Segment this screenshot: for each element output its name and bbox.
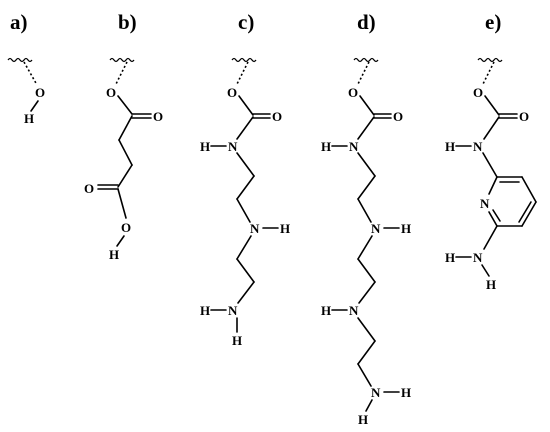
bond	[357, 198, 372, 223]
panel-a: a) O H	[7, 10, 45, 126]
bond	[483, 116, 500, 140]
bond	[117, 164, 133, 188]
panel-label-e: e)	[485, 10, 501, 34]
ring-bond	[488, 176, 498, 195]
atom-oxygen: O	[153, 109, 163, 124]
bond	[238, 95, 254, 116]
panel-label-b: b)	[118, 10, 137, 34]
bond	[358, 281, 376, 304]
bond	[236, 116, 254, 140]
atom-hydrogen: H	[401, 385, 411, 400]
bond	[365, 399, 373, 412]
panel-b: b) O O O O H	[84, 10, 163, 262]
attachment-wavy-line	[7, 57, 33, 63]
ring-bond	[521, 176, 537, 203]
bond	[236, 152, 255, 177]
panel-label-d: d)	[357, 10, 376, 34]
bond	[357, 152, 376, 177]
dashed-bond	[236, 61, 249, 85]
atom-hydrogen: H	[401, 221, 411, 236]
bond	[236, 235, 252, 260]
bond	[116, 235, 125, 247]
bond	[117, 95, 133, 115]
bond	[236, 198, 251, 223]
atom-oxygen: O	[35, 85, 45, 100]
bond	[118, 115, 133, 141]
bond	[357, 235, 373, 260]
bond	[482, 152, 498, 178]
dashed-bond	[357, 61, 370, 85]
atom-nitrogen: N	[371, 221, 381, 236]
panel-label-c: c)	[238, 10, 254, 34]
panel-d: d) O O H N N H H N N H H	[321, 10, 411, 427]
pyridine-ring: N	[480, 176, 537, 227]
panel-label-a: a)	[10, 10, 28, 34]
dashed-bond	[23, 61, 38, 86]
attachment-wavy-line	[353, 57, 379, 63]
atom-oxygen: O	[393, 109, 403, 124]
bond	[481, 264, 490, 277]
atom-hydrogen: H	[445, 139, 455, 154]
atom-nitrogen: N	[371, 385, 381, 400]
atom-oxygen: O	[519, 109, 529, 124]
atom-nitrogen-pyridine: N	[480, 196, 490, 211]
atom-oxygen: O	[84, 181, 94, 196]
dashed-bond	[115, 61, 128, 85]
bond	[359, 95, 375, 116]
ring-inner-double-bond	[518, 201, 532, 223]
attachment-wavy-line	[231, 57, 257, 63]
bond	[236, 175, 255, 200]
atom-hydrogen: H	[24, 111, 34, 126]
ring-bond	[521, 201, 537, 227]
atom-hydrogen: H	[445, 250, 455, 265]
atom-hydrogen: H	[109, 247, 119, 262]
bond	[237, 281, 255, 304]
bond	[483, 225, 498, 250]
atom-hydrogen: H	[321, 139, 331, 154]
atom-hydrogen: H	[280, 221, 290, 236]
atom-nitrogen: N	[473, 139, 483, 154]
bond	[357, 363, 372, 387]
bond	[357, 340, 376, 365]
attachment-wavy-line	[109, 57, 135, 63]
atom-oxygen: O	[272, 109, 282, 124]
atom-hydrogen: H	[200, 303, 210, 318]
bond	[236, 258, 255, 283]
dashed-bond	[482, 61, 495, 85]
atom-nitrogen: N	[349, 139, 359, 154]
bond	[30, 100, 39, 112]
ring-inner-double-bond	[492, 209, 501, 222]
bond	[357, 116, 375, 140]
atom-hydrogen: H	[321, 303, 331, 318]
atom-hydrogen: H	[358, 412, 368, 427]
ring-bond	[488, 211, 498, 227]
atom-nitrogen: N	[250, 221, 260, 236]
atom-oxygen: O	[473, 85, 483, 100]
bond	[357, 258, 376, 283]
bond	[118, 139, 133, 166]
atom-nitrogen: N	[349, 303, 359, 318]
bond	[484, 95, 500, 116]
panel-e: e) O O H N N H N H	[445, 10, 537, 292]
atom-hydrogen: H	[486, 277, 496, 292]
atom-oxygen: O	[348, 85, 358, 100]
atom-oxygen: O	[106, 85, 116, 100]
atom-hydrogen: H	[200, 139, 210, 154]
panel-c: c) O O H N N H H N H	[200, 10, 290, 348]
bond	[357, 175, 376, 200]
bond	[357, 317, 376, 342]
bond	[117, 188, 127, 219]
atom-hydrogen: H	[232, 333, 242, 348]
atom-nitrogen: N	[228, 139, 238, 154]
atom-oxygen: O	[121, 220, 131, 235]
atom-oxygen: O	[227, 85, 237, 100]
attachment-wavy-line	[477, 57, 503, 63]
atom-nitrogen: N	[473, 250, 483, 265]
atom-nitrogen: N	[228, 303, 238, 318]
